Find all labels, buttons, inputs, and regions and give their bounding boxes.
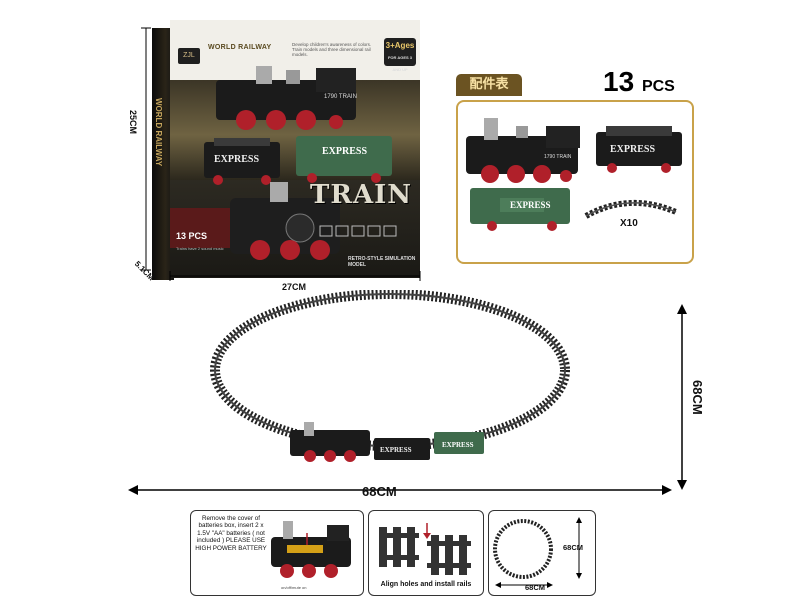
parts-count-unit: PCS [641, 78, 675, 95]
parts-green-label: EXPRESS [510, 200, 551, 210]
parts-count-num: 13 [603, 66, 635, 97]
box-pcs-note: Trains have 2 sound music [176, 246, 224, 251]
age-badge: 3+Ages FOR AGES 3 AND UP [384, 38, 416, 72]
layout-width-arrow [128, 485, 672, 495]
battery-switch-label: on/off/mute on [281, 585, 307, 590]
battery-instruction-card: Remove the cover of batteries box, inser… [190, 510, 364, 596]
box-width-label: 27CM [282, 282, 307, 292]
box-side-text: WORLD RAILWAY [154, 98, 163, 167]
rail-quantity: X10 [620, 218, 638, 229]
box-pcs: 13 PCS [176, 231, 208, 241]
track-illustration: EXPRESS EXPRESS [128, 289, 687, 495]
feature-icons [319, 225, 397, 237]
product-box: WORLD RAILWAY ZJL WORLD RAILWAY Develop … [152, 20, 420, 280]
track-layout: EXPRESS EXPRESS [120, 289, 700, 500]
battery-illustration [271, 521, 351, 578]
box-title: TRAIN [310, 180, 413, 210]
parts-illustration: 1790 TRAIN EXPRESS EXPRESS [466, 118, 682, 231]
layout-width-label: 68CM [362, 484, 397, 499]
box-description: Develop children's awareness of colors. … [292, 42, 372, 57]
box-green-label: EXPRESS [322, 146, 367, 157]
box-illustration: 1790 TRAIN EXPRESS EXPRESS [170, 66, 397, 260]
box-front-train [170, 182, 340, 260]
size-height-label: 68CM [563, 543, 584, 552]
layout-express-label: EXPRESS [380, 446, 412, 454]
box-front-panel: ZJL WORLD RAILWAY Develop children's awa… [170, 20, 420, 278]
size-width-label: 68CM [525, 583, 546, 592]
box-locomotive-top: 1790 TRAIN [216, 66, 357, 130]
brand-logo: ZJL [178, 48, 200, 64]
size-illustration [493, 517, 582, 588]
rails-instruction-text: Align holes and install rails [380, 581, 472, 588]
parts-green-car: EXPRESS [470, 188, 570, 231]
layout-height-arrow [677, 304, 687, 490]
box-side-panel: WORLD RAILWAY [152, 28, 174, 280]
parts-locomotive: 1790 TRAIN [466, 118, 580, 183]
layout-height-label: 68CM [690, 380, 705, 415]
parts-card: 1790 TRAIN EXPRESS EXPRESS [456, 100, 694, 264]
layout-green-label: EXPRESS [442, 441, 474, 449]
box-width-line [169, 271, 421, 281]
parts-loco-label: 1790 TRAIN [544, 154, 572, 160]
box-express-car: EXPRESS [204, 138, 280, 185]
age-sub: FOR AGES 3 AND UP [387, 55, 413, 72]
parts-express-label: EXPRESS [610, 144, 655, 155]
age-main: 3+Ages [385, 41, 415, 50]
box-express-label: EXPRESS [214, 154, 259, 165]
box-green-car: EXPRESS [296, 136, 392, 183]
layout-train: EXPRESS EXPRESS [290, 422, 484, 462]
parts-express-car: EXPRESS [596, 126, 682, 173]
parts-list-header: 配件表 [456, 74, 522, 96]
parts-count: 13 PCS [603, 66, 675, 98]
box-subtitle: RETRO-STYLE SIMULATION MODEL [348, 256, 416, 268]
box-brand: WORLD RAILWAY [208, 44, 272, 51]
battery-instruction-text: Remove the cover of batteries box, inser… [195, 515, 267, 552]
box-height-label: 25CM [128, 110, 138, 135]
box-loco-label: 1790 TRAIN [324, 94, 357, 100]
box-height-line [141, 27, 151, 271]
parts-rail [584, 200, 678, 219]
rails-instruction-card: Align holes and install rails [368, 510, 484, 596]
size-instruction-card: 68CM 68CM [488, 510, 596, 596]
rails-illustration [379, 523, 471, 575]
